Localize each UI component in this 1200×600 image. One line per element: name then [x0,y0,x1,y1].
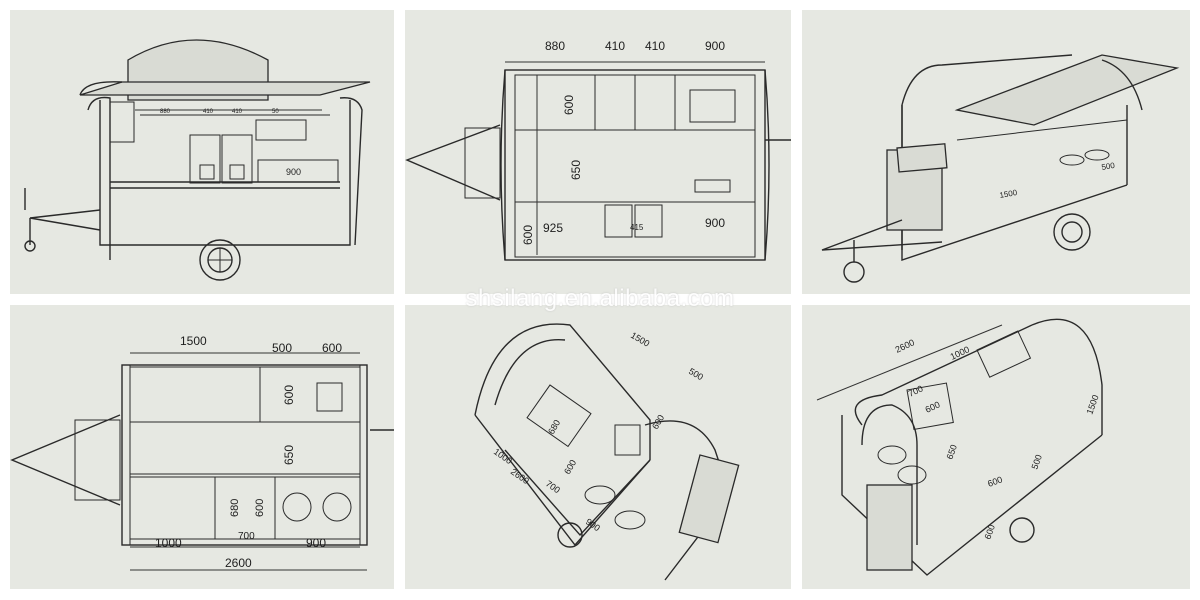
iso-left-dim: 1500 [629,330,651,349]
panel-floor-plan: 1500 500 600 600 650 680 600 700 1000 90… [10,305,394,589]
iso-left-dim: 1000 [492,446,514,466]
iso-left-dim: 500 [687,366,705,382]
rear-view-dim: 500 [1101,161,1116,172]
floor-plan-lower-dim: 700 [238,531,255,542]
front-dim-label: 410 [232,109,243,115]
iso-right-dim: 600 [982,523,997,541]
front-dim-label: 50 [272,109,279,115]
floor-plan-bottom-dim: 900 [306,536,326,550]
iso-right-dim: 2600 [894,337,916,355]
floor-plan-total-length: 2600 [225,556,252,570]
front-view-top-dimensions: 880 410 410 50 [135,109,322,115]
panel-iso-right: 2600 1000 700 600 650 500 600 600 1500 [802,305,1190,589]
top-plan-bottom-dim: 925 [543,221,563,235]
iso-right-dim: 650 [944,443,959,461]
front-dim-label: 410 [203,109,214,115]
iso-right-dim: 700 [907,383,925,398]
top-plan-side-dim: 600 [562,95,576,115]
floor-plan-drawing: 1500 500 600 600 650 680 600 700 1000 90… [10,334,394,571]
front-view-drawing: 880 410 410 50 900 [24,39,371,281]
panel-rear-view: 1500 500 [802,10,1190,294]
iso-left-dim: 700 [544,478,562,495]
iso-left-dim: 900 [584,516,602,533]
iso-right-dim: 1500 [1084,393,1100,415]
top-plan-dim-label: 880 [545,39,565,53]
panel-top-plan: 880 410 410 900 600 650 600 925 900 415 [405,10,791,294]
panel-iso-left: 1500 500 600 680 1000 2600 700 600 900 [405,305,791,589]
floor-plan-lower-dim: 600 [254,499,266,517]
iso-left-dim: 600 [650,413,666,431]
iso-right-dim: 600 [924,399,942,414]
front-counter-dimension: 900 [286,167,301,177]
panel-front-view: 880 410 410 50 900 [10,10,394,294]
floor-plan-bottom-dim: 1000 [155,536,182,550]
iso-left-dim: 600 [562,458,578,476]
floor-plan-top-dim: 600 [322,341,342,355]
floor-plan-top-dim: 1500 [180,334,207,348]
top-plan-drawing: 880 410 410 900 600 650 600 925 900 415 [405,39,791,261]
floor-plan-side-dim: 650 [282,445,296,465]
top-plan-side-dim: 600 [521,225,535,245]
floor-plan-side-dim: 600 [282,385,296,405]
iso-right-dim: 500 [1029,453,1044,471]
iso-left-drawing: 1500 500 600 680 1000 2600 700 600 900 [474,323,740,581]
iso-right-dim: 600 [986,474,1004,489]
floor-plan-top-dim: 500 [272,341,292,355]
top-plan-bottom-dim: 900 [705,216,725,230]
top-plan-dim-label: 900 [705,39,725,53]
iso-left-dim: 680 [546,418,562,436]
rear-view-drawing: 1500 500 [821,54,1180,283]
top-plan-dim-label: 410 [645,39,665,53]
watermark: shsilang.en.alibaba.com [465,285,735,312]
floor-plan-lower-dim: 680 [229,499,241,517]
top-plan-side-dim: 650 [569,160,583,180]
iso-right-drawing: 2600 1000 700 600 650 500 600 600 1500 [816,318,1103,576]
top-plan-dim-label: 410 [605,39,625,53]
rear-view-dim: 1500 [999,188,1019,200]
front-dim-label: 880 [160,109,171,115]
top-plan-mid-dim: 415 [630,223,644,232]
